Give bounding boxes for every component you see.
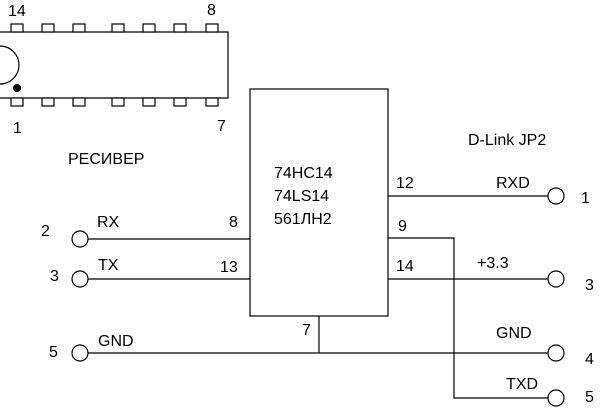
ic-body (249, 88, 389, 317)
dlink-jp2-connector: RXD 1 +3.3 3 GND 4 TXD 5 (477, 175, 594, 407)
terminal-gnd (547, 344, 565, 362)
terminal-tx (71, 270, 89, 288)
dip-pin-top (72, 23, 86, 33)
dip14-package: 14 8 1 7 (0, 2, 229, 137)
wire-txd (388, 237, 548, 399)
dip-pin-bottom (173, 97, 187, 107)
ic-part-74ls14: 74LS14 (274, 188, 329, 205)
dip-pin-bottom (41, 97, 55, 107)
receiver-signal-label: TX (98, 257, 119, 274)
dip-pin-label-7: 7 (217, 118, 226, 135)
ic-pin-13-label: 13 (220, 259, 238, 276)
pin1-marker-dot (13, 84, 21, 92)
receiver-connector: 2 RX 3 TX 5 GND (41, 214, 134, 362)
dip-pin-bottom (111, 97, 125, 107)
dip-pin-bottom (72, 97, 86, 107)
dip-pin-bottom (205, 97, 219, 107)
terminal-rx (71, 230, 89, 248)
receiver-signal-label: RX (97, 214, 120, 231)
receiver-pin-number: 2 (41, 223, 50, 240)
dip-pin-bottom (10, 97, 24, 107)
ic-pin-8-label: 8 (229, 214, 238, 231)
receiver-pin-number: 5 (49, 344, 58, 361)
wires (88, 195, 548, 399)
dlink-signal-label: RXD (496, 175, 530, 192)
dlink-pin-number: 5 (585, 389, 594, 406)
terminal-rxd (547, 187, 565, 205)
receiver-pin-number: 3 (50, 268, 59, 285)
dlink-jp2-title: D-Link JP2 (468, 132, 546, 149)
dip-pin-top (41, 23, 55, 33)
dlink-pin-number: 3 (585, 277, 594, 294)
dlink-signal-label: +3.3 (477, 255, 509, 272)
dip-pin-top (111, 23, 125, 33)
ic-part-561ln2: 561ЛН2 (274, 211, 332, 228)
dip-pin-top (205, 23, 219, 33)
inverter-ic: 74HC14 74LS14 561ЛН2 8 13 7 12 9 14 (220, 88, 414, 339)
dip-pin-label-14: 14 (8, 3, 26, 20)
dlink-signal-label: GND (496, 325, 532, 342)
dip14-body (0, 31, 229, 99)
dip-pin-top (142, 23, 156, 33)
dlink-pin-number: 4 (585, 351, 594, 368)
ic-pin-14-label: 14 (396, 258, 414, 275)
dip-pin-top (173, 23, 187, 33)
dip-pin-bottom (142, 97, 156, 107)
terminal-txd (547, 389, 565, 407)
ic-pin-12-label: 12 (396, 175, 414, 192)
dip-pin-label-1: 1 (13, 120, 22, 137)
dlink-signal-label: TXD (506, 376, 538, 393)
receiver-signal-label: GND (98, 333, 134, 350)
dip14-notch (0, 45, 20, 85)
terminal-vcc (547, 270, 565, 288)
ic-part-74hc14: 74HC14 (274, 165, 333, 182)
dip-pin-top (10, 23, 24, 33)
dlink-pin-number: 1 (581, 190, 590, 207)
dip-pin-label-8: 8 (207, 2, 216, 19)
receiver-title: РЕСИВЕР (68, 151, 144, 168)
ic-pin-9-label: 9 (398, 218, 407, 235)
terminal-gnd (71, 344, 89, 362)
ic-pin-7-label: 7 (302, 322, 311, 339)
